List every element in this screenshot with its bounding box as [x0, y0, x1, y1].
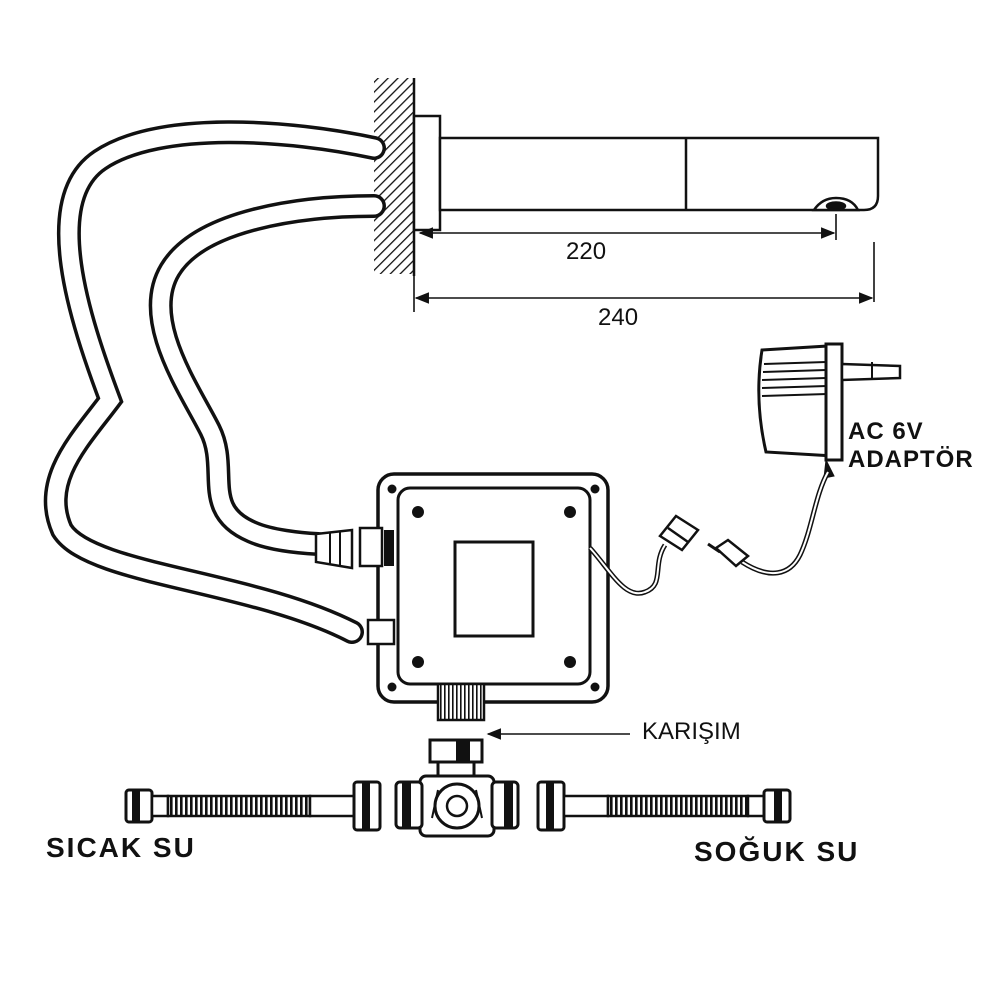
hose-connector [314, 528, 354, 570]
wall [374, 78, 416, 276]
mixing-label: KARIŞIM [642, 718, 741, 745]
adapter-plug-body [824, 342, 844, 462]
dimension-220-label: 220 [566, 238, 607, 265]
flex-hoses [43, 120, 386, 644]
dimension-lines [413, 214, 875, 312]
cold-water-label: SOĞUK SU [694, 836, 860, 867]
spout [412, 114, 880, 232]
dimension-240-label: 240 [598, 304, 639, 331]
cold-hose-braid [606, 794, 750, 818]
spout-body [438, 136, 880, 212]
cable-connector [658, 514, 700, 552]
adapter-cable [707, 470, 831, 576]
wall-flange [412, 114, 442, 232]
mixing-valve [394, 738, 520, 838]
outlet-fitting [358, 526, 384, 568]
inlet-fitting [366, 618, 396, 646]
adapter-label: AC 6V ADAPTÖR [848, 418, 974, 474]
adapter-label-line2: ADAPTÖR [848, 446, 974, 473]
cold-water-hose [536, 780, 792, 832]
hot-hose-braid [166, 794, 312, 818]
mixing-outlet [436, 682, 486, 722]
control-box [314, 472, 610, 722]
hot-water-label: SICAK SU [46, 832, 196, 863]
adapter-jack [707, 538, 750, 568]
screws [387, 484, 600, 692]
hot-water-hose [124, 780, 382, 832]
display-window [453, 540, 535, 638]
sensor-cable [588, 514, 700, 596]
adapter-label-line1: AC 6V [848, 418, 924, 445]
power-adapter [757, 342, 902, 479]
